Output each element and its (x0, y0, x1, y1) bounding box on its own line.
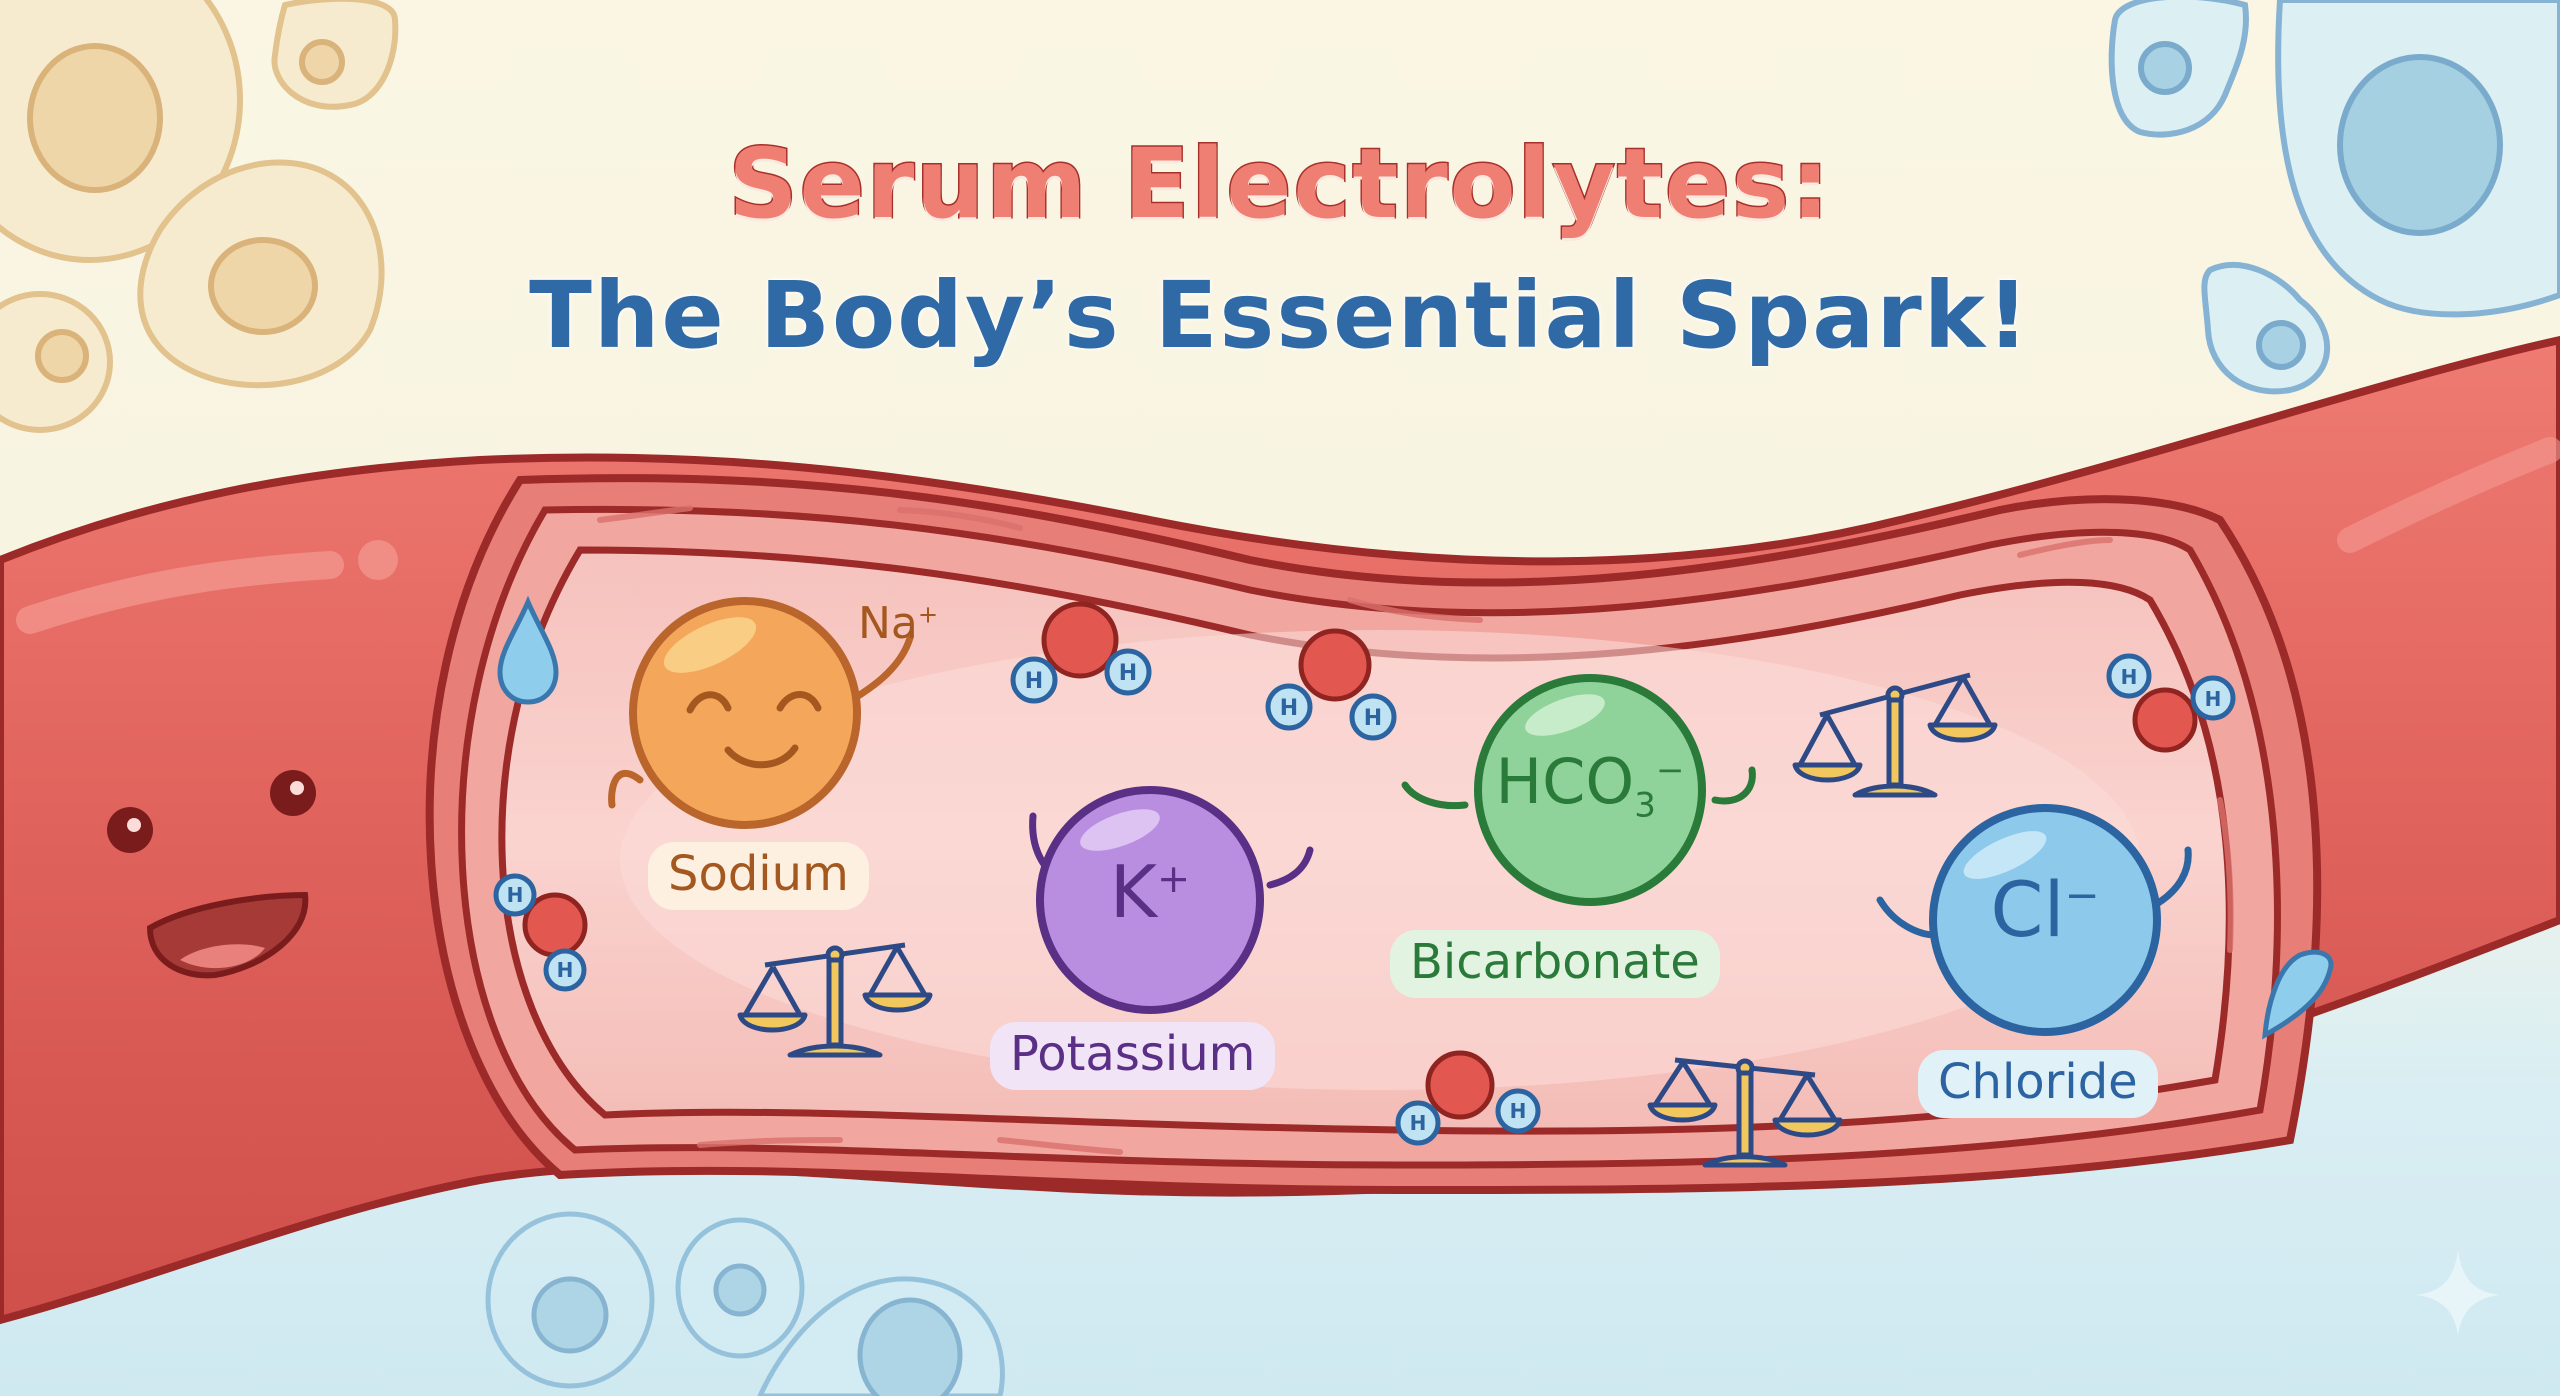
title-line-1: Serum Electrolytes: (727, 127, 1832, 242)
water-drop-icon (497, 595, 2334, 1040)
sparkle-icon (2416, 1250, 2500, 1335)
svg-text:H: H (1364, 706, 1382, 731)
bicarbonate-label: Bicarbonate (1390, 930, 1720, 998)
blood-vessel-mascot-icon (107, 770, 316, 979)
cell-icon (2108, 0, 2560, 395)
sodium-label: Sodium (648, 842, 869, 910)
svg-text:H: H (1119, 661, 1137, 686)
cell-icon (0, 0, 399, 433)
sodium-symbol: Na+ (858, 598, 939, 649)
chloride-label: Chloride (1918, 1050, 2158, 1118)
svg-text:H: H (557, 958, 574, 982)
svg-text:H: H (1280, 696, 1298, 721)
svg-text:H: H (507, 883, 524, 907)
bicarbonate-ion-icon (1401, 674, 1756, 906)
cell-icon (485, 1211, 1005, 1396)
balance-scale-icon (737, 672, 1998, 1168)
svg-text:H: H (1510, 1099, 1527, 1123)
svg-text:H: H (2121, 665, 2138, 689)
title-line-2: The Body’s Essential Spark! (529, 262, 2031, 369)
potassium-label: Potassium (990, 1022, 1276, 1090)
chloride-symbol: Cl− (1990, 865, 2100, 954)
chloride-ion-icon (1876, 804, 2192, 1036)
bicarbonate-symbol: HCO3− (1495, 745, 1685, 826)
water-molecule-icon: H H H H H H H H (493, 601, 2236, 1146)
svg-text:H: H (2205, 687, 2222, 711)
sodium-ion-icon (608, 597, 914, 829)
potassium-symbol: K+ (1109, 850, 1191, 934)
svg-text:H: H (1410, 1111, 1427, 1135)
potassium-ion-icon (1029, 786, 1314, 1014)
svg-text:H: H (1025, 669, 1043, 694)
